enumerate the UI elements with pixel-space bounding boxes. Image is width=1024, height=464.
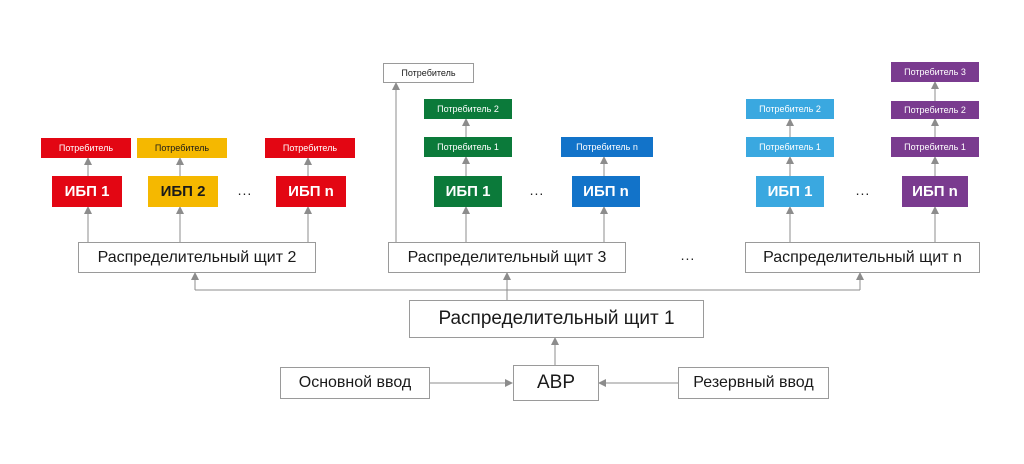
b3-ups-1: ИБП 1 xyxy=(434,176,502,207)
b3-ups1-consumer-1: Потребитель 1 xyxy=(424,137,512,157)
b2-consumer-1: Потребитель xyxy=(41,138,131,158)
b3-ups-ellipsis: ... xyxy=(529,182,545,198)
boards-ellipsis: ... xyxy=(680,247,696,263)
bn-ups1-consumer-1: Потребитель 1 xyxy=(746,137,834,157)
b3-upsn-consumer-n: Потребитель n xyxy=(561,137,653,157)
bn-upsn-consumer-1: Потребитель 1 xyxy=(891,137,979,157)
b2-ups-1: ИБП 1 xyxy=(52,176,122,207)
b2-consumer-2: Потребитель xyxy=(137,138,227,158)
bn-upsn-consumer-3: Потребитель 3 xyxy=(891,62,979,82)
b3-ups-n: ИБП n xyxy=(572,176,640,207)
b2-ups-2: ИБП 2 xyxy=(148,176,218,207)
bn-ups-n: ИБП n xyxy=(902,176,968,207)
b2-consumer-n: Потребитель xyxy=(265,138,355,158)
bn-ups1-consumer-2: Потребитель 2 xyxy=(746,99,834,119)
distribution-board-1: Распределительный щит 1 xyxy=(409,300,704,338)
bn-upsn-consumer-2: Потребитель 2 xyxy=(891,101,979,119)
bn-ups-1: ИБП 1 xyxy=(756,176,824,207)
distribution-board-n: Распределительный щит n xyxy=(745,242,980,273)
reserve-input-box: Резервный ввод xyxy=(678,367,829,399)
b3-direct-consumer: Потребитель xyxy=(383,63,474,83)
b2-ups-ellipsis: ... xyxy=(237,182,253,198)
ats-box: АВР xyxy=(513,365,599,401)
b2-ups-n: ИБП n xyxy=(276,176,346,207)
b3-ups1-consumer-2: Потребитель 2 xyxy=(424,99,512,119)
bn-ups-ellipsis: ... xyxy=(855,182,871,198)
main-input-box: Основной ввод xyxy=(280,367,430,399)
distribution-board-3: Распределительный щит 3 xyxy=(388,242,626,273)
distribution-board-2: Распределительный щит 2 xyxy=(78,242,316,273)
